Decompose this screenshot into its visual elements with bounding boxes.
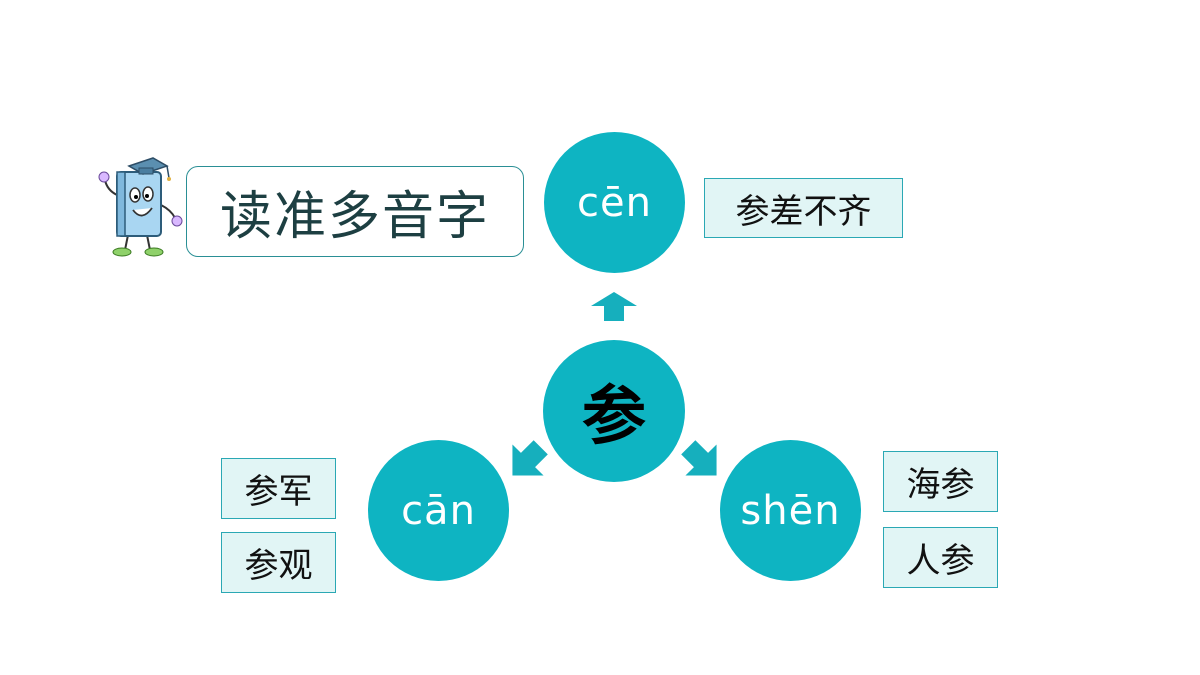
center-character: 参: [582, 379, 646, 454]
reading-node-shen: shēn: [720, 440, 861, 581]
word-text: 参军: [244, 472, 313, 512]
arrow-down-right-icon: [681, 440, 717, 476]
center-character-node: 参: [543, 340, 685, 482]
word-box: 参差不齐: [704, 178, 903, 238]
word-box: 参观: [221, 532, 336, 593]
arrow-up-icon: [591, 292, 637, 321]
arrow-down-left-icon: [512, 440, 548, 476]
reading-node-can: cān: [368, 440, 509, 581]
word-text: 参观: [244, 546, 313, 586]
word-text: 参差不齐: [735, 191, 872, 232]
word-box: 海参: [883, 451, 998, 512]
book-mascot-icon: [98, 157, 183, 257]
word-text: 人参: [906, 541, 975, 581]
reading-pinyin: cān: [401, 487, 476, 534]
word-box: 参军: [221, 458, 336, 519]
page-title: 读准多音字: [186, 166, 524, 257]
word-box: 人参: [883, 527, 998, 588]
reading-pinyin: shēn: [740, 487, 841, 534]
reading-pinyin: cēn: [577, 179, 652, 226]
reading-node-cen: cēn: [544, 132, 685, 273]
word-text: 海参: [906, 465, 975, 505]
